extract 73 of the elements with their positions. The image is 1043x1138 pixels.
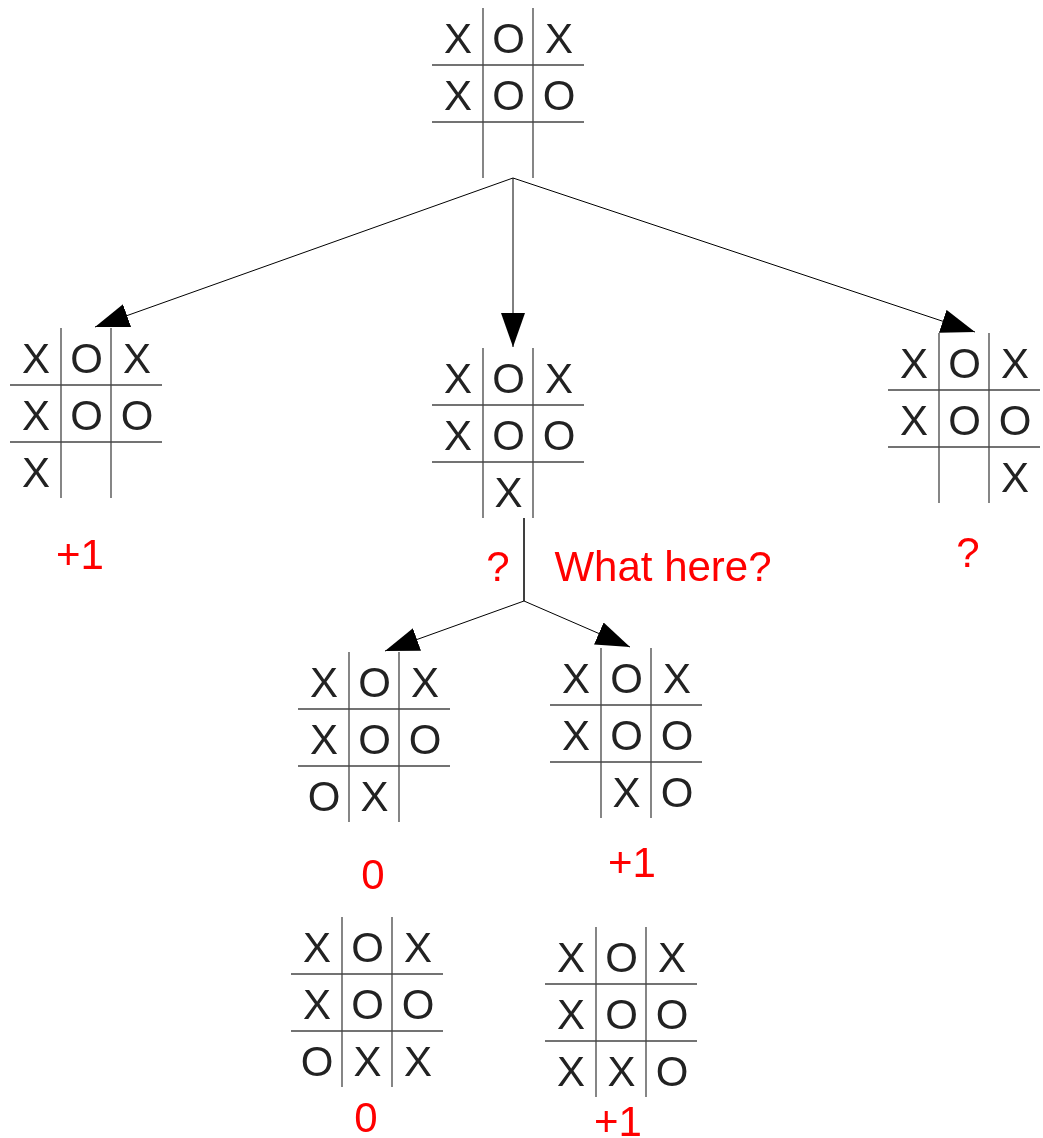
cell-mark: O <box>401 984 435 1026</box>
cell-mark: X <box>900 343 928 385</box>
cell-mark: X <box>444 18 472 60</box>
cell-mark: X <box>444 358 472 400</box>
cell-mark: O <box>358 662 391 704</box>
cell-mark: O <box>70 395 103 437</box>
cell-mark: X <box>658 937 686 979</box>
cell-mark: X <box>444 75 472 117</box>
question-note: What here? <box>554 545 772 589</box>
cell-mark: X <box>22 452 50 494</box>
score-label: +1 <box>56 533 104 577</box>
arrow <box>512 177 976 333</box>
cell-mark: X <box>562 715 590 757</box>
cell-mark: X <box>607 1051 636 1093</box>
cell-mark: O <box>307 776 341 818</box>
cell-mark: X <box>404 1041 432 1083</box>
cell-mark: X <box>557 937 585 979</box>
cell-mark: X <box>557 1051 585 1093</box>
cell-mark: X <box>22 338 50 380</box>
cell-mark: X <box>303 927 331 969</box>
cell-mark: X <box>494 472 523 514</box>
cell-mark: O <box>655 1051 689 1093</box>
cell-mark: X <box>310 662 338 704</box>
cell-mark: O <box>998 400 1032 442</box>
cell-mark: O <box>660 772 694 814</box>
cell-mark: X <box>663 658 691 700</box>
cell-mark: O <box>610 658 643 700</box>
cell-mark: X <box>353 1041 382 1083</box>
cell-mark: O <box>492 358 525 400</box>
score-label: ? <box>956 531 980 575</box>
cell-mark: O <box>660 715 694 757</box>
cell-mark: X <box>545 358 573 400</box>
cell-mark: X <box>562 658 590 700</box>
cell-mark: O <box>300 1041 334 1083</box>
arrow <box>501 177 525 348</box>
cell-mark: O <box>408 719 442 761</box>
cell-mark: O <box>542 415 576 457</box>
cell-mark: X <box>22 395 50 437</box>
cell-mark: O <box>351 927 384 969</box>
cell-mark: O <box>948 400 981 442</box>
cell-mark: X <box>123 338 151 380</box>
score-label: ? <box>486 545 510 589</box>
score-label: 0 <box>354 1096 378 1138</box>
cell-mark: X <box>411 662 439 704</box>
cell-mark: X <box>557 994 585 1036</box>
cell-mark: X <box>360 776 389 818</box>
cell-mark: X <box>1001 343 1029 385</box>
cell-mark: X <box>545 18 573 60</box>
cell-mark: O <box>610 715 643 757</box>
cell-mark: X <box>404 927 432 969</box>
score-label: +1 <box>608 841 656 885</box>
arrow <box>94 177 514 328</box>
score-label: +1 <box>594 1100 642 1138</box>
cell-mark: O <box>948 343 981 385</box>
cell-mark: X <box>1001 457 1029 499</box>
cell-mark: O <box>605 994 638 1036</box>
cell-mark: O <box>492 415 525 457</box>
cell-mark: X <box>612 772 641 814</box>
cell-mark: O <box>605 937 638 979</box>
cell-mark: O <box>542 75 576 117</box>
cell-mark: O <box>351 984 384 1026</box>
cell-mark: O <box>358 719 391 761</box>
cell-mark: O <box>655 994 689 1036</box>
cell-mark: O <box>70 338 103 380</box>
cell-mark: X <box>900 400 928 442</box>
arrow <box>523 517 631 648</box>
cell-mark: X <box>303 984 331 1026</box>
cell-mark: O <box>492 75 525 117</box>
cell-mark: O <box>120 395 154 437</box>
cell-mark: X <box>444 415 472 457</box>
cell-mark: X <box>310 719 338 761</box>
cell-mark: O <box>492 18 525 60</box>
score-label: 0 <box>361 853 385 897</box>
